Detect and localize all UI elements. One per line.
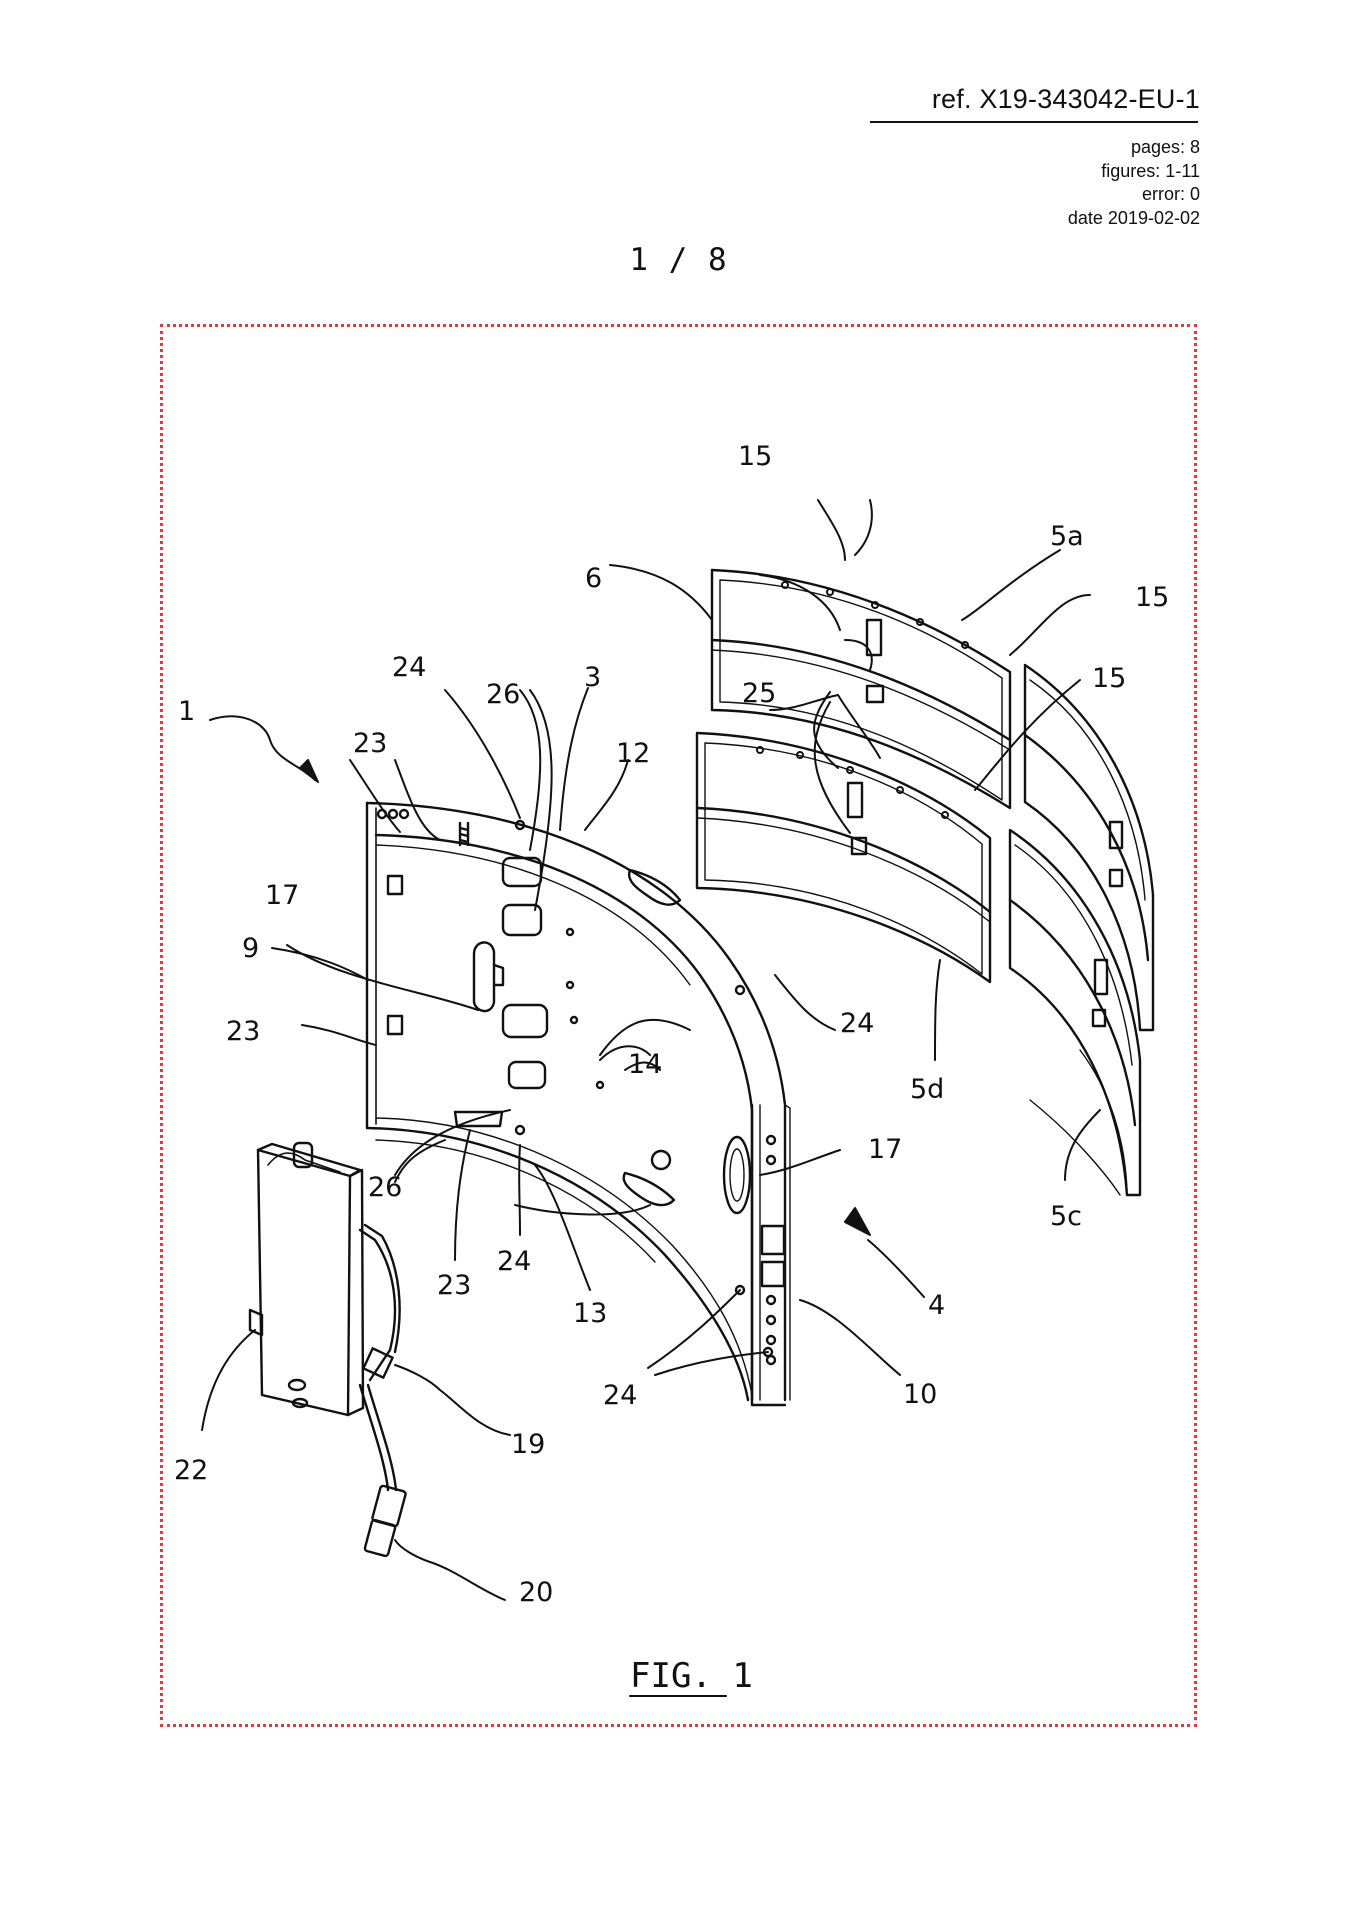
numeral-24-bottom: 24: [497, 1246, 531, 1277]
numeral-15-right: 15: [1135, 582, 1169, 613]
page-count: pages: 8: [1130, 137, 1200, 157]
header-rule: [870, 121, 1198, 123]
numeral-14: 14: [628, 1049, 662, 1080]
reference-number: ref. X19-343042-EU-1: [931, 84, 1200, 114]
leader-lines: [201, 499, 1101, 1601]
numeral-26-top: 26: [486, 679, 520, 710]
numeral-23-top: 23: [353, 728, 387, 759]
numeral-5a: 5a: [1050, 521, 1084, 552]
numeral-9: 9: [242, 933, 259, 964]
panel-side-upper: [1023, 663, 1155, 1032]
document-date: date 2019-02-02: [1067, 207, 1200, 228]
numeral-17-right: 17: [868, 1134, 902, 1165]
numeral-25: 25: [742, 678, 776, 709]
numeral-17-left: 17: [265, 880, 299, 911]
numeral-12: 12: [616, 738, 650, 769]
numeral-24-top: 24: [392, 652, 426, 683]
numeral-20: 20: [519, 1577, 553, 1608]
error-count: error: 0: [1141, 184, 1200, 204]
figure-caption: FIG. 1: [630, 1656, 753, 1696]
power-box: [248, 1141, 407, 1558]
numeral-10: 10: [903, 1379, 937, 1410]
numeral-1: 1: [178, 696, 195, 727]
document-header: ref. X19-343042-EU-1: [932, 84, 1200, 119]
numeral-22: 22: [174, 1455, 208, 1486]
numeral-19: 19: [511, 1429, 545, 1460]
numeral-24-right: 24: [840, 1008, 874, 1039]
page-indicator: 1 / 8: [629, 242, 728, 278]
numeral-13: 13: [573, 1298, 607, 1329]
panel-5d: [695, 731, 992, 984]
main-housing: [365, 801, 791, 1407]
numeral-15-mid: 15: [1092, 663, 1126, 694]
numeral-6: 6: [585, 563, 602, 594]
numeral-5c: 5c: [1050, 1201, 1082, 1232]
numeral-26-bottom: 26: [368, 1172, 402, 1203]
numeral-24-low: 24: [603, 1380, 637, 1411]
panel-fasteners: [756, 581, 969, 819]
panel-5a: [710, 568, 1012, 810]
panel-5c: [1008, 828, 1142, 1197]
numeral-5d: 5d: [910, 1074, 944, 1105]
numeral-23-mid: 23: [226, 1016, 260, 1047]
numeral-3: 3: [584, 662, 601, 693]
drawing-frame: [160, 324, 1197, 1727]
document-metadata: pages: 8 figures: 1-11 error: 0 date 201…: [1068, 136, 1200, 230]
figure-range: figures: 1-11: [1101, 160, 1200, 181]
numeral-15-top: 15: [738, 441, 772, 472]
numeral-4: 4: [928, 1290, 945, 1321]
numeral-23-bottom: 23: [437, 1270, 471, 1301]
